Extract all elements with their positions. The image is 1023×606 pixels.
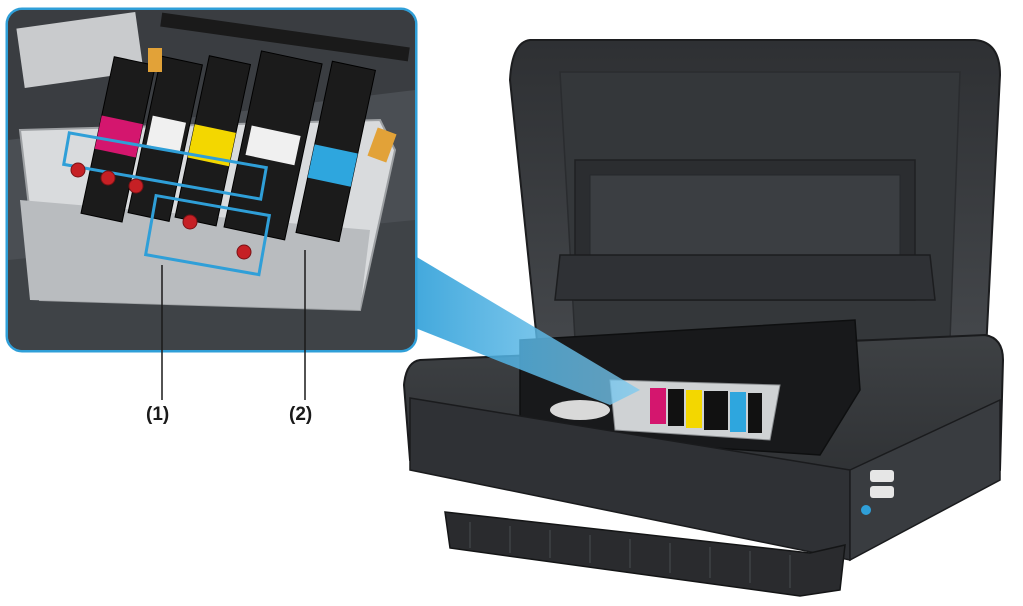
orange-tab-right [367, 127, 397, 163]
lock-lever-1[interactable] [70, 162, 86, 178]
small-cart-black [668, 389, 684, 426]
paper-support-front [589, 174, 901, 261]
paper-guide-rail [554, 254, 936, 301]
lock-lever-4[interactable] [182, 214, 198, 230]
small-cart-yellow [686, 390, 702, 428]
callout-label-1: (1) [146, 404, 170, 425]
status-lamp [861, 505, 871, 515]
paper-output-tray [444, 511, 846, 597]
cartridge-magenta [80, 56, 156, 223]
power-button[interactable] [870, 470, 894, 482]
resume-button[interactable] [870, 486, 894, 498]
tray-ribs [469, 522, 791, 588]
cartridge-cyan [295, 60, 376, 243]
printer-right-side [849, 398, 1001, 562]
zoom-view [5, 7, 418, 353]
lock-lever-3[interactable] [128, 178, 144, 194]
orange-tab-left [148, 48, 162, 72]
small-cart-cyan [730, 392, 746, 432]
lock-lever-2[interactable] [100, 170, 116, 186]
zoom-callout-beam [395, 250, 640, 405]
callout-label-2: (2) [289, 404, 313, 425]
cartridge-pigment-black [223, 50, 323, 241]
small-cart-extra [748, 393, 762, 433]
lock-lever-5[interactable] [236, 244, 252, 260]
lock-lever-group [62, 131, 268, 201]
paper-roller [550, 400, 610, 420]
printer [402, 39, 1005, 597]
small-cart-magenta [650, 388, 666, 424]
small-cart-pgbk [704, 391, 728, 430]
